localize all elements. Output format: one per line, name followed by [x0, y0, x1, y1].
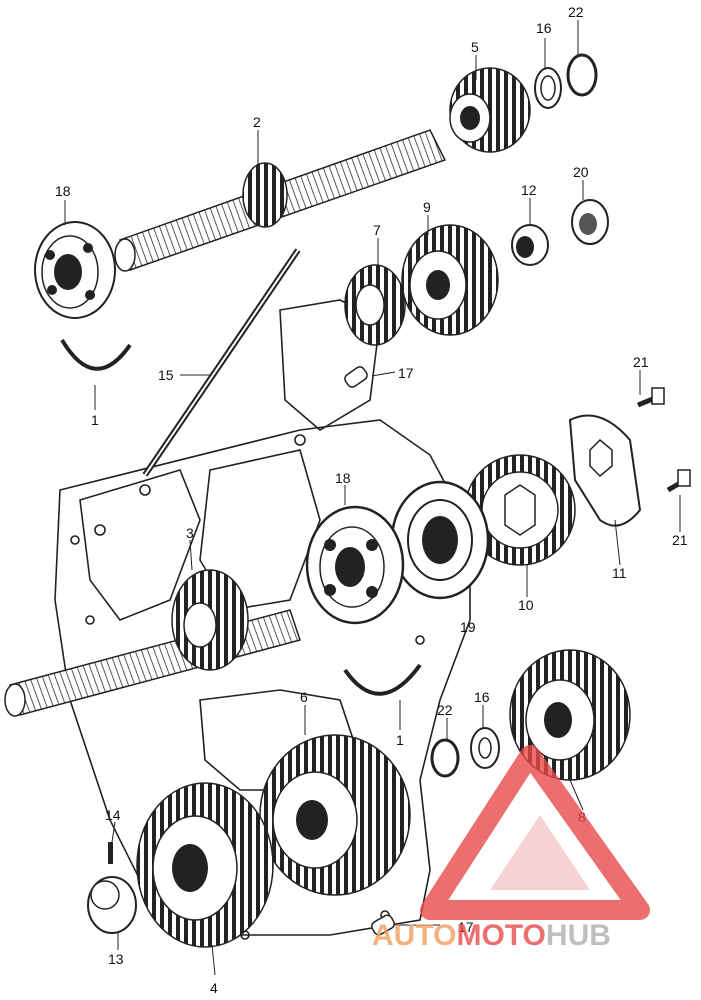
callout-6: 6	[300, 689, 308, 705]
bolt-21-lower	[666, 469, 691, 493]
callout-15: 15	[158, 367, 174, 383]
callout-16-top: 16	[536, 20, 552, 36]
countershaft-lower	[4, 569, 301, 717]
gear-6	[259, 734, 411, 896]
gear-9	[401, 224, 499, 336]
svg-text:AUTOMOTOHUB: AUTOMOTOHUB	[372, 919, 611, 952]
callout-18-left: 18	[55, 183, 71, 199]
callout-16-lower: 16	[474, 689, 490, 705]
callout-9: 9	[423, 199, 431, 215]
callout-21-upper: 21	[633, 354, 649, 370]
pin-14	[108, 842, 113, 864]
dowel-pin-upper	[344, 366, 368, 388]
callout-2: 2	[253, 114, 261, 130]
callout-17-upper: 17	[398, 365, 414, 381]
callout-20: 20	[573, 164, 589, 180]
callout-1-center: 1	[396, 732, 404, 748]
callout-1-left: 1	[91, 412, 99, 428]
callout-3: 3	[186, 525, 194, 541]
callout-22-lower: 22	[437, 702, 453, 718]
watermark-text-moto: MOTO	[456, 919, 545, 952]
bushing-12	[511, 224, 549, 266]
mainshaft-upper	[114, 129, 447, 272]
callout-7: 7	[373, 222, 381, 238]
thrust-washer-top	[534, 67, 562, 109]
set-ring-left	[60, 338, 132, 371]
gear-7	[344, 264, 406, 346]
watermark-logo: AUTOMOTOHUB	[372, 745, 650, 952]
needle-bearing-20	[571, 199, 609, 245]
callout-21-lower: 21	[672, 532, 688, 548]
drive-sprocket	[464, 454, 576, 566]
callout-12: 12	[521, 182, 537, 198]
dowel-pin-lower	[371, 914, 395, 936]
bushing-13	[87, 876, 137, 934]
callout-17-lower: 17	[458, 919, 474, 935]
gear-8	[509, 649, 631, 781]
callout-11: 11	[612, 565, 627, 581]
leader-lines	[64, 20, 681, 976]
callout-13: 13	[108, 951, 124, 967]
callout-10: 10	[518, 597, 534, 613]
long-stud-rod	[142, 248, 301, 477]
callout-22-top: 22	[568, 4, 584, 20]
circlip-top	[566, 53, 598, 97]
gear-5	[449, 67, 531, 153]
callout-14: 14	[105, 807, 121, 823]
fixing-plate	[568, 414, 642, 527]
callout-labels: 1 1 2 3 4 5 6 7 8 9 10 11 12 13 14 15 16…	[55, 4, 688, 996]
bearing-left	[34, 221, 116, 319]
callout-5: 5	[471, 39, 479, 55]
set-ring-center	[343, 663, 422, 696]
oil-seal	[390, 480, 490, 600]
thrust-washer-lower	[470, 727, 500, 769]
callout-18-center: 18	[335, 470, 351, 486]
bolt-21-upper	[637, 387, 665, 408]
bearing-center	[305, 505, 405, 625]
watermark-text-hub: HUB	[546, 919, 611, 952]
watermark-triangle-icon	[420, 745, 650, 920]
watermark-text-auto: AUTO	[372, 919, 456, 952]
callout-4: 4	[210, 980, 218, 996]
crankcase-outline	[54, 299, 471, 940]
callout-19: 19	[460, 619, 476, 635]
circlip-lower	[430, 738, 460, 778]
gear-4	[136, 782, 274, 948]
